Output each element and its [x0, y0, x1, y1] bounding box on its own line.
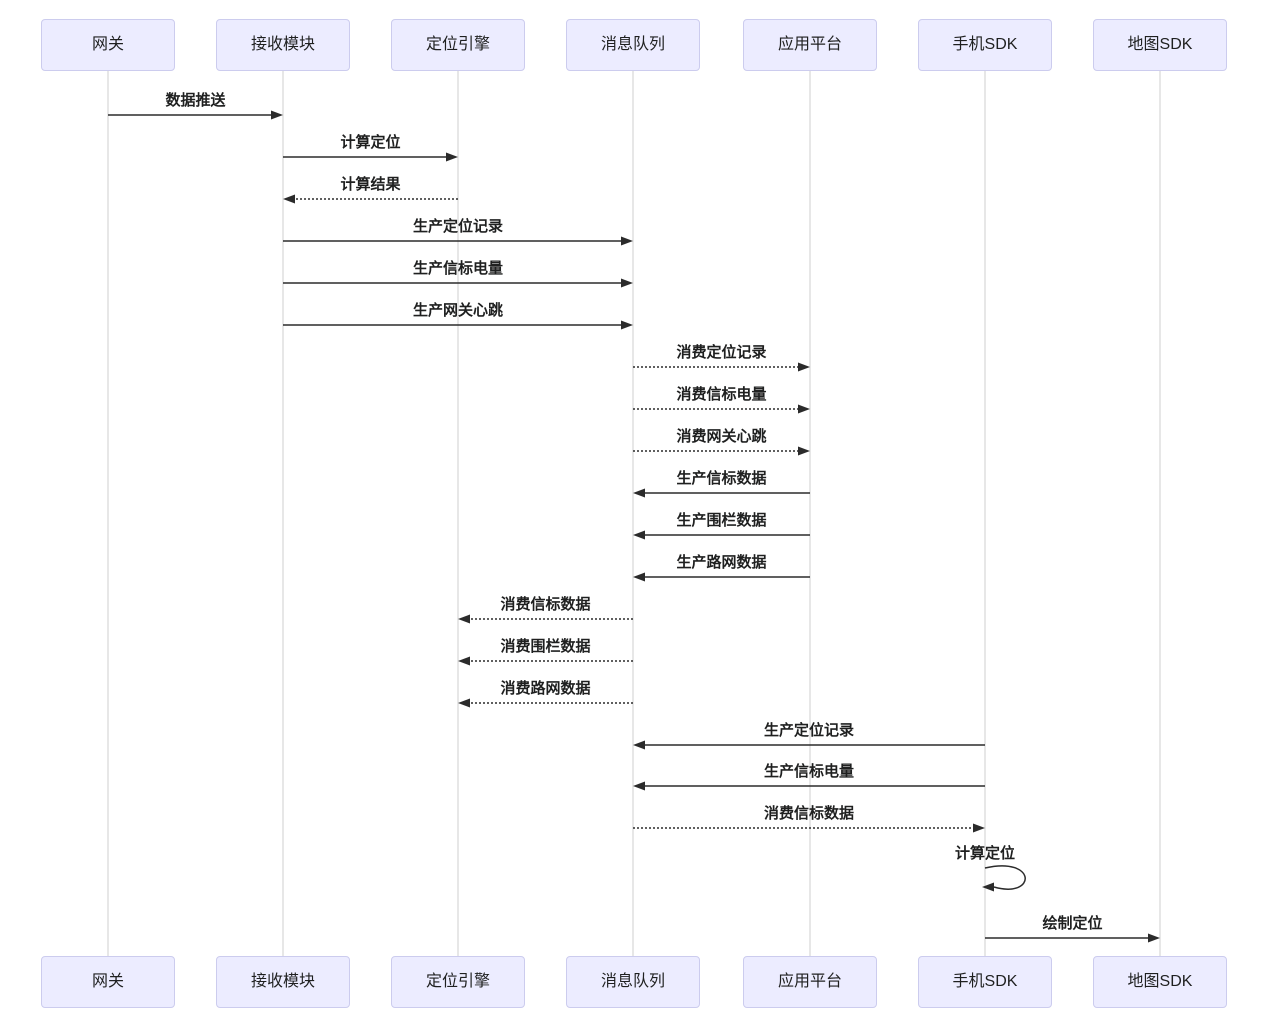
participant-box-bottom: 消息队列 [566, 956, 700, 1008]
participant-box-top: 手机SDK [918, 19, 1052, 71]
arrowhead [633, 488, 645, 498]
participant-box-top: 消息队列 [566, 19, 700, 71]
participant-label: 接收模块 [250, 36, 315, 53]
participant-label: 手机SDK [952, 36, 1018, 53]
message-label: 消费围栏数据 [500, 638, 591, 655]
arrowhead [1148, 933, 1160, 943]
arrowhead [633, 530, 645, 540]
arrowhead [621, 236, 633, 246]
participant-box-top: 接收模块 [216, 19, 350, 71]
participant-box-bottom: 网关 [41, 956, 175, 1008]
participant-label: 定位引擎 [425, 973, 490, 990]
arrowhead [973, 823, 985, 833]
participant-label: 应用平台 [777, 973, 842, 990]
arrowhead [621, 278, 633, 288]
arrowhead [458, 614, 470, 624]
message-label: 消费信标电量 [676, 386, 767, 403]
arrowhead [458, 656, 470, 666]
participant-box-bottom: 接收模块 [216, 956, 350, 1008]
arrowhead [982, 882, 994, 892]
arrowhead [271, 110, 283, 120]
arrowhead [633, 781, 645, 791]
participant-label: 定位引擎 [425, 36, 490, 53]
participant-label: 网关 [91, 36, 124, 53]
participant-label: 消息队列 [600, 973, 665, 990]
message-label: 消费路网数据 [500, 680, 591, 697]
message-label: 生产定位记录 [763, 722, 855, 739]
message-label: 计算定位 [340, 134, 401, 151]
participant-box-top: 定位引擎 [391, 19, 525, 71]
arrowhead [798, 362, 810, 372]
arrowhead [798, 404, 810, 414]
message-label: 绘制定位 [1042, 915, 1103, 932]
message-label: 生产围栏数据 [676, 512, 767, 529]
message-label: 生产信标电量 [763, 763, 855, 780]
participant-box-top: 应用平台 [743, 19, 877, 71]
arrowhead [633, 740, 645, 750]
participant-label: 应用平台 [777, 36, 842, 53]
message-label: 数据推送 [165, 92, 226, 109]
arrowhead [283, 194, 295, 204]
participant-label: 网关 [91, 973, 124, 990]
participant-box-bottom: 定位引擎 [391, 956, 525, 1008]
participant-label: 地图SDK [1127, 973, 1193, 990]
participant-box-bottom: 地图SDK [1093, 956, 1227, 1008]
participant-box-bottom: 手机SDK [918, 956, 1052, 1008]
message-label: 消费网关心跳 [676, 428, 767, 445]
message-label: 生产网关心跳 [412, 302, 504, 319]
message-label: 消费定位记录 [676, 344, 767, 361]
participant-label: 地图SDK [1127, 36, 1193, 53]
participant-box-top: 地图SDK [1093, 19, 1227, 71]
participant-label: 消息队列 [600, 36, 665, 53]
participant-label: 接收模块 [250, 973, 315, 990]
participant-box-top: 网关 [41, 19, 175, 71]
self-message-loop [984, 865, 1026, 890]
participant-label: 手机SDK [952, 973, 1018, 990]
message-label: 生产信标电量 [412, 260, 504, 277]
message-label: 生产信标数据 [676, 470, 767, 487]
message-label: 计算定位 [954, 845, 1016, 862]
arrowhead [446, 152, 458, 162]
arrowhead [621, 320, 633, 330]
message-label: 生产路网数据 [676, 554, 767, 571]
message-label: 消费信标数据 [500, 596, 591, 613]
message-label: 生产定位记录 [412, 218, 504, 235]
message-label: 计算结果 [340, 176, 401, 193]
arrowhead [633, 572, 645, 582]
arrowhead [798, 446, 810, 456]
arrowhead [458, 698, 470, 708]
message-label: 消费信标数据 [763, 805, 855, 822]
participant-box-bottom: 应用平台 [743, 956, 877, 1008]
